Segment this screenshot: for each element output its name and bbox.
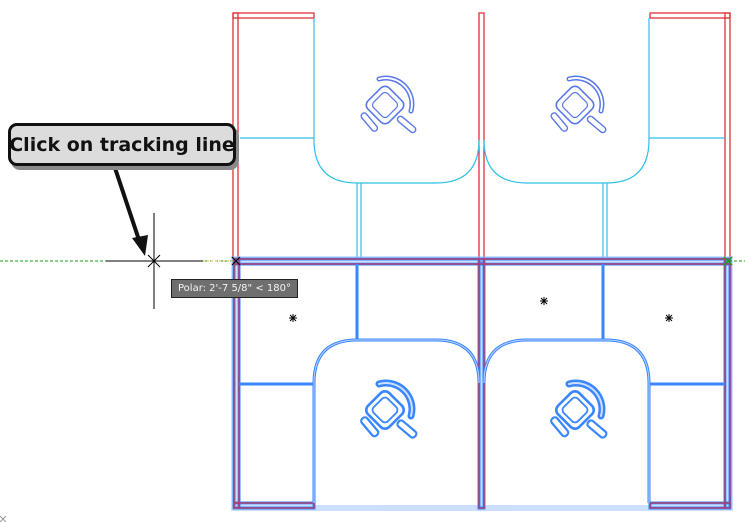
tracking-point-marker [231,256,241,266]
crosshair-cursor [106,213,203,309]
instruction-callout: Click on tracking line [8,123,236,166]
ucs-icon [0,515,7,522]
polar-tooltip-text: Polar: 2'-7 5/8" < 180° [178,283,291,294]
tracking-point-marker [723,256,733,266]
callout-arrow [113,166,148,256]
lower-workstations-selected[interactable] [231,256,733,511]
chair-icon [550,383,608,439]
chair-icon [550,78,607,134]
chair-icon [360,78,417,134]
grip-markers[interactable] [289,297,673,322]
callout-text: Click on tracking line [9,133,235,156]
upper-workstations[interactable] [232,12,731,263]
polar-tracking-tooltip: Polar: 2'-7 5/8" < 180° [171,279,298,298]
chair-icon [360,383,418,439]
upper-worksurfaces[interactable] [240,18,725,257]
